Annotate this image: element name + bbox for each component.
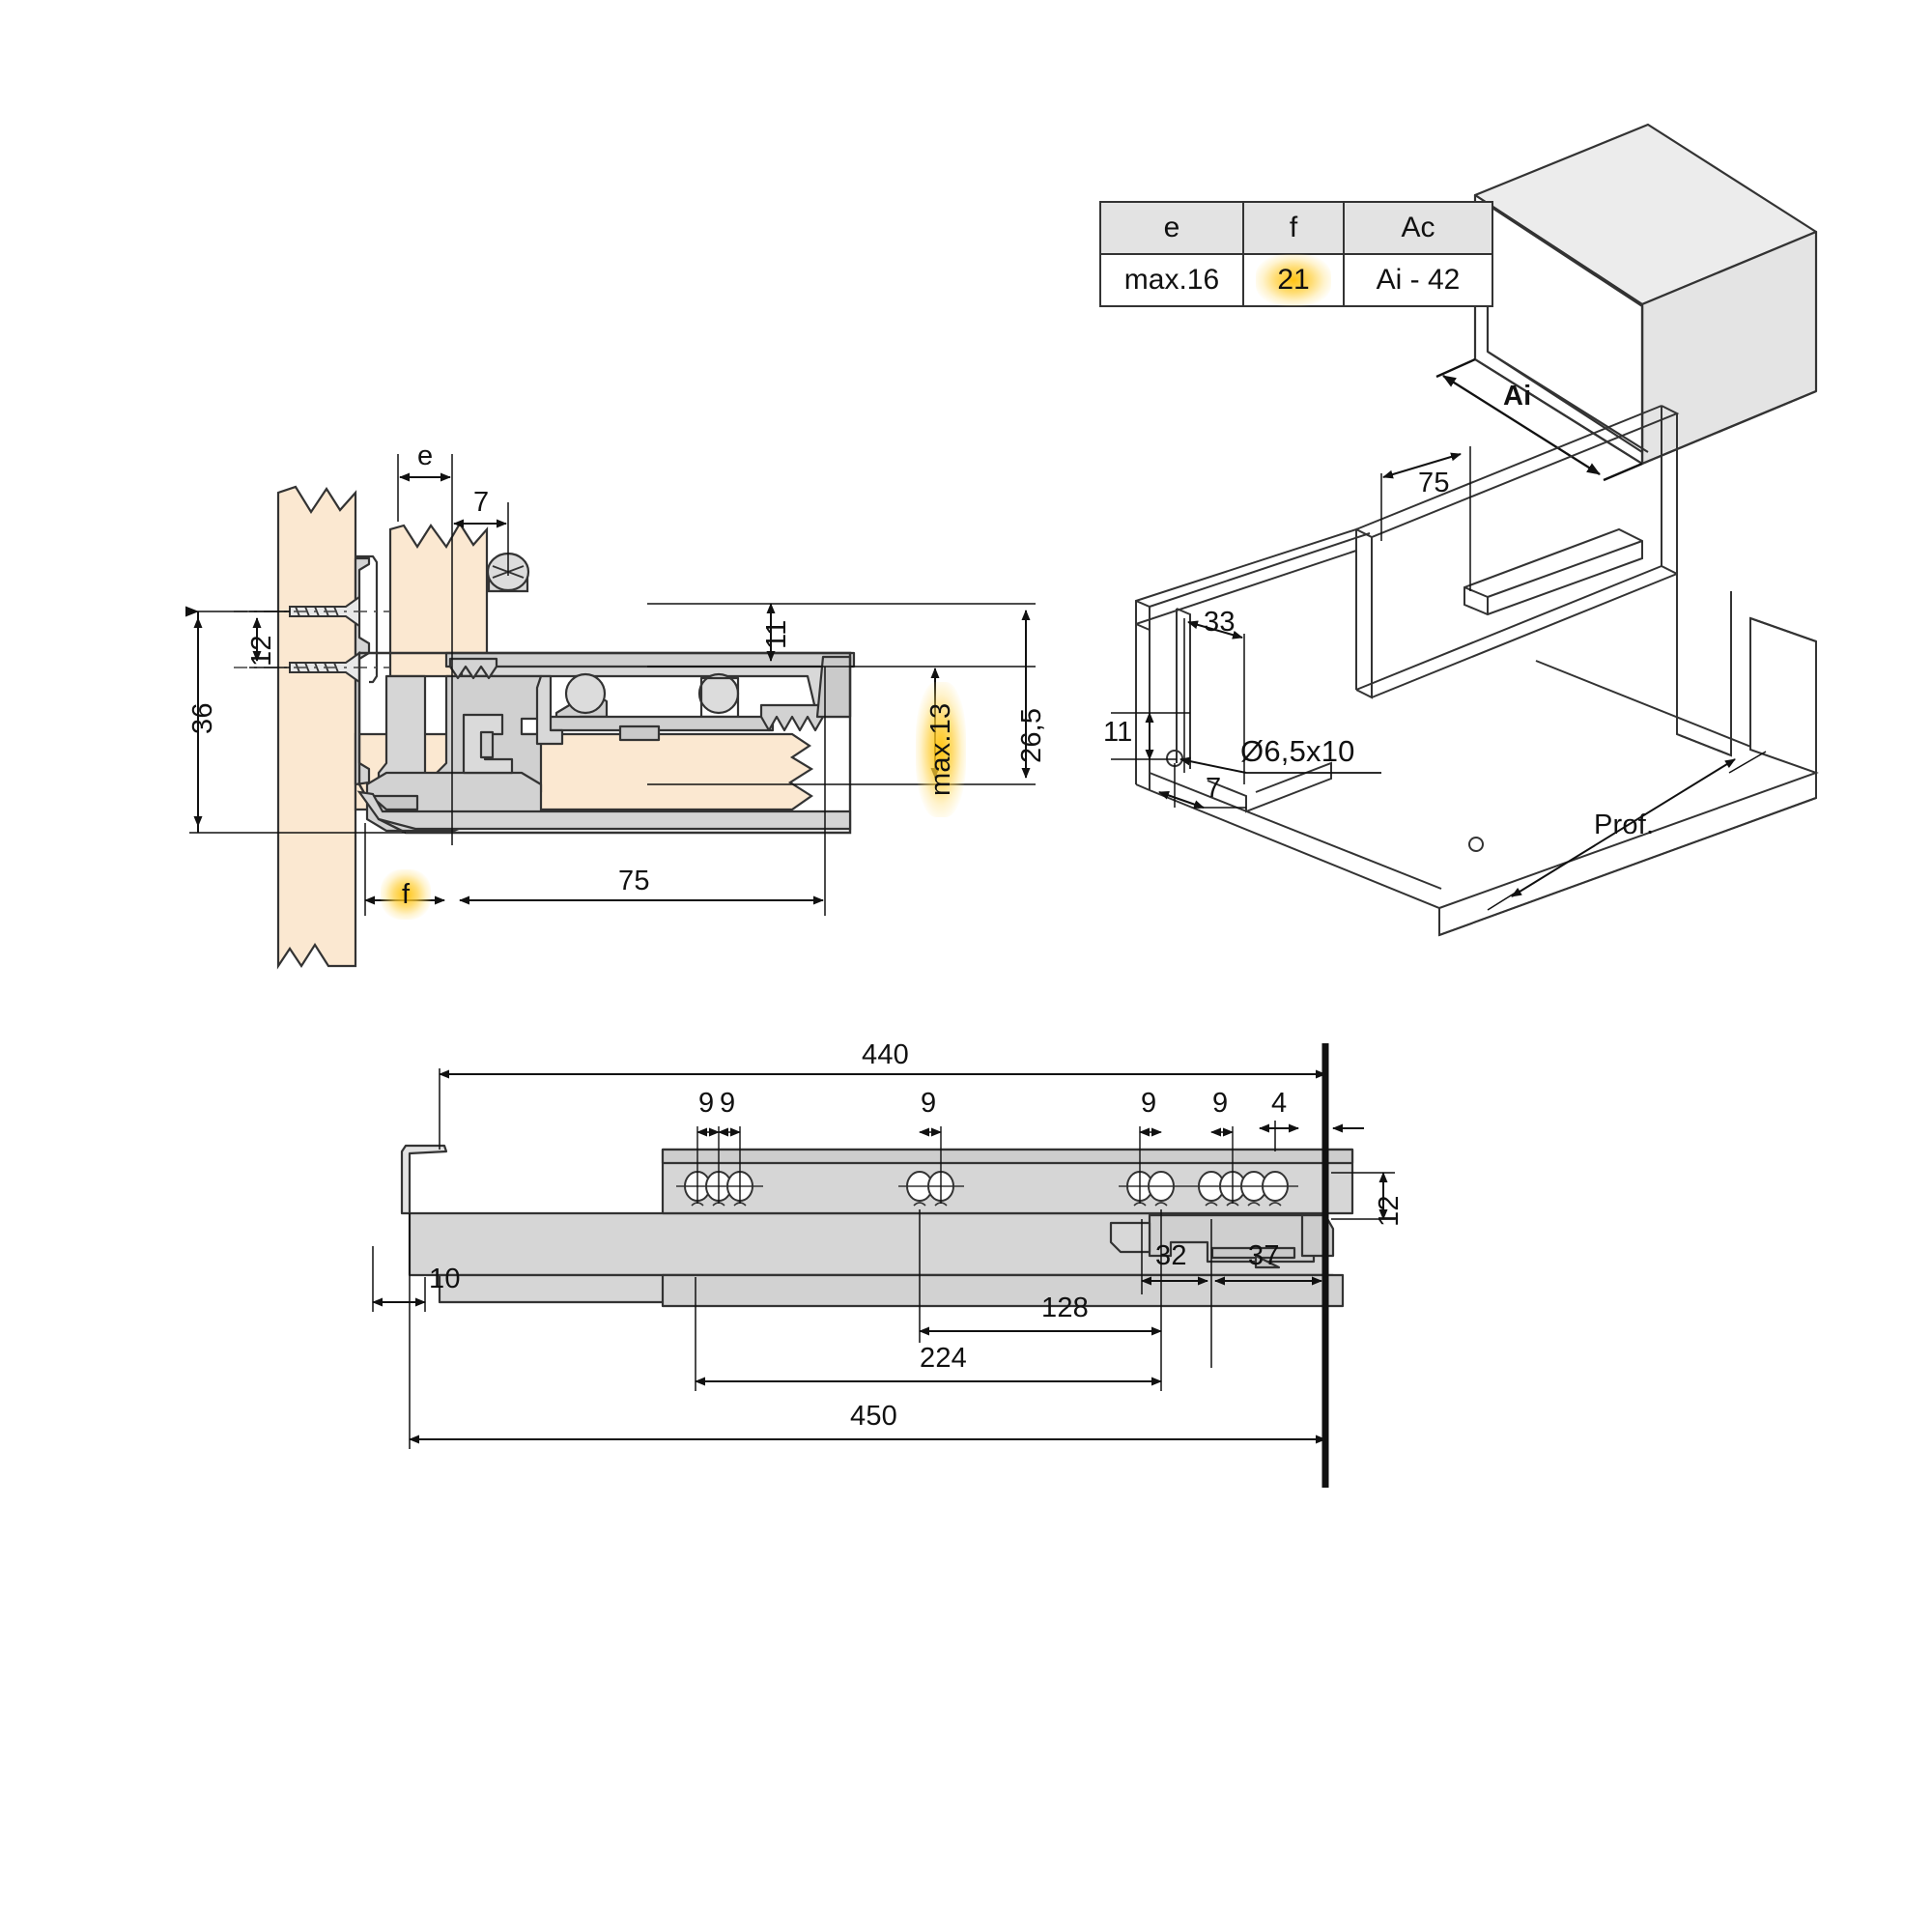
label-f-text: f bbox=[381, 869, 432, 920]
label-section-7: 7 bbox=[473, 487, 490, 518]
screw-centerlines bbox=[234, 611, 390, 668]
label-drawer-7: 7 bbox=[1206, 773, 1222, 804]
rail-elevation-shape bbox=[400, 1144, 1354, 1308]
label-rail-pitch-1: 9 bbox=[698, 1088, 715, 1119]
label-rail-pitch-2: 9 bbox=[720, 1088, 736, 1119]
label-ai: Ai bbox=[1503, 381, 1532, 412]
table-header-f: f bbox=[1242, 201, 1345, 255]
label-section-36: 36 bbox=[187, 702, 218, 734]
label-section-75: 75 bbox=[618, 866, 650, 896]
label-rail-10: 10 bbox=[429, 1264, 461, 1294]
label-rail-450: 450 bbox=[850, 1401, 897, 1432]
label-section-265: 26,5 bbox=[1016, 707, 1047, 763]
table-header-row: e f Ac bbox=[1099, 201, 1493, 255]
mechanism-base-plate bbox=[356, 790, 852, 831]
label-drawer-prof: Prof. bbox=[1594, 810, 1655, 840]
dimension-table: e f Ac max.16 21 Ai - 42 bbox=[1099, 201, 1493, 307]
label-drawer-11: 11 bbox=[1103, 717, 1133, 748]
label-rail-12: 12 bbox=[1374, 1195, 1405, 1227]
label-section-11: 11 bbox=[761, 619, 792, 649]
label-drawer-33: 33 bbox=[1204, 607, 1236, 638]
table-cell-e: max.16 bbox=[1099, 253, 1244, 307]
table-cell-f: 21 bbox=[1242, 253, 1345, 307]
table-cell-f-value: 21 bbox=[1256, 254, 1331, 306]
cabinet-ai-dimension bbox=[1435, 357, 1643, 482]
drawer-isometric-shape bbox=[1135, 405, 1819, 937]
rail-dimension-lines bbox=[372, 1068, 1395, 1449]
label-rail-32: 32 bbox=[1155, 1240, 1187, 1271]
label-rail-pitch-5: 9 bbox=[1212, 1088, 1229, 1119]
label-drawer-75: 75 bbox=[1418, 468, 1450, 498]
label-max13-text: max.13 bbox=[916, 681, 966, 817]
soft-close-assembly bbox=[365, 657, 564, 833]
label-section-max13: max.13 bbox=[916, 681, 966, 817]
cabinet-side-panel bbox=[276, 485, 357, 970]
label-rail-pitch-4: 9 bbox=[1141, 1088, 1157, 1119]
label-rail-224: 224 bbox=[920, 1343, 967, 1374]
mechanism-outer-contour bbox=[357, 651, 852, 835]
label-section-f: f bbox=[381, 869, 432, 920]
table-header-e: e bbox=[1099, 201, 1244, 255]
table-cell-ac: Ai - 42 bbox=[1343, 253, 1493, 307]
label-rail-128: 128 bbox=[1041, 1293, 1089, 1323]
label-rail-4: 4 bbox=[1271, 1088, 1288, 1119]
label-drawer-hole: Ø6,5x10 bbox=[1240, 734, 1355, 768]
label-rail-37: 37 bbox=[1248, 1240, 1280, 1271]
table-value-row: max.16 21 Ai - 42 bbox=[1099, 253, 1493, 307]
drawer-dimension-lines bbox=[1111, 446, 1767, 911]
label-rail-440: 440 bbox=[862, 1039, 909, 1070]
label-section-12: 12 bbox=[246, 635, 277, 667]
label-rail-pitch-3: 9 bbox=[921, 1088, 937, 1119]
label-section-e: e bbox=[417, 440, 434, 471]
table-header-ac: Ac bbox=[1343, 201, 1493, 255]
